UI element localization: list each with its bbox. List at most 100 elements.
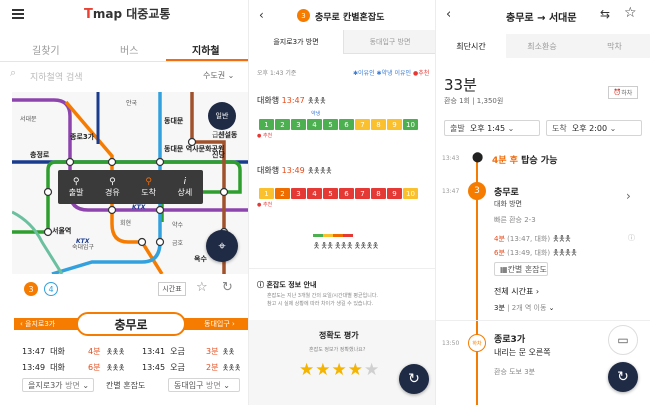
star-icon[interactable]: ☆ (624, 5, 637, 21)
map-station-seodaemun[interactable]: 서대문 (20, 116, 37, 123)
chevron-down-icon: ⌄ (82, 380, 90, 390)
train-car: 7 (355, 188, 370, 199)
map-station-oksu[interactable]: 옥수 (194, 255, 207, 263)
tab-bus[interactable]: 버스 (120, 46, 139, 57)
train-car: 9 (387, 188, 402, 199)
help-icon[interactable]: ⓘ (628, 234, 635, 242)
back-icon[interactable]: ‹ (446, 7, 452, 22)
map-station-geumho[interactable]: 금호 (172, 240, 184, 247)
star-icon[interactable]: ★ (364, 360, 381, 380)
all-timetable[interactable]: 전체 시간표 › (494, 286, 539, 297)
refresh-button[interactable]: ↻ (608, 362, 638, 392)
ctx-depart-button[interactable]: ⚲출발 (58, 170, 94, 204)
map-station-dongdaemun[interactable]: 동대문 (164, 117, 184, 125)
alight-station[interactable]: 종로3가 (494, 335, 526, 345)
line-3-badge[interactable]: 3 (24, 282, 38, 296)
map-station-dongdaemun-park[interactable]: 동대문 역사문화공원 (164, 145, 225, 153)
arrive-time-select[interactable]: 도착 오후 2:00 ⌄ (546, 120, 642, 136)
rating-stars[interactable]: ★★★★★ (299, 360, 380, 380)
alight-alarm-button[interactable]: ⏰하차 (608, 86, 638, 99)
chevron-down-icon: ⌄ (548, 304, 555, 312)
arrival-2-min: 6분 (494, 249, 505, 257)
chevron-right-icon[interactable]: › (626, 189, 631, 203)
train-car: 1 (259, 119, 274, 130)
train2-time: 13:49 (281, 166, 305, 175)
pin-icon: ⚲ (145, 176, 152, 187)
board-station[interactable]: 충무로 (494, 188, 519, 198)
car-crowd-button[interactable]: ▦ 칸별 혼잡도 (494, 262, 548, 276)
chevron-down-icon: ⌄ (223, 380, 230, 390)
arrival-time: 13:49 (22, 363, 46, 372)
refresh-button[interactable]: ↻ (399, 364, 429, 394)
map-station-sookmyung[interactable]: 숙대입구 (72, 244, 95, 251)
train-car: 2 (275, 119, 290, 130)
map-view-button[interactable]: ▭ (608, 325, 638, 355)
prev-station[interactable]: ‹ 을지로3가 (20, 319, 55, 329)
legend-item: 추천 (418, 70, 430, 77)
tab-direction-dongguk[interactable]: 동대입구 방면 (343, 30, 435, 54)
tab-shortest[interactable]: 최단시간 (436, 34, 506, 58)
timetable-button[interactable]: 시간표 (158, 282, 186, 296)
train-car: 3 (291, 119, 306, 130)
ctx-arrive-label: 도착 (141, 187, 156, 197)
search-input[interactable]: 지하철역 검색 (30, 73, 83, 83)
line-4-badge[interactable]: 4 (44, 282, 58, 296)
tab-direction-euljiro[interactable]: 을지로3가 방면 (249, 30, 343, 54)
map-station-chungjeongno[interactable]: 충정로 (30, 151, 50, 159)
arrival-time: 13:41 (142, 347, 166, 356)
ride-info[interactable]: 3분 | 2개 역 이동 ⌄ (494, 303, 555, 313)
star-icon[interactable]: ★ (315, 360, 332, 380)
star-icon[interactable]: ★ (347, 360, 364, 380)
map-station-seoul[interactable]: 서울역 (52, 227, 72, 235)
next-station[interactable]: 동대입구 › (204, 319, 235, 329)
map-station-sindang[interactable]: 신당 (212, 151, 225, 159)
arrival-row: 13:45 오금 (142, 362, 185, 373)
arrival-min: 4분 (88, 347, 101, 356)
prev-station-label: 을지로3가 (25, 320, 56, 328)
star-icon[interactable]: ★ (331, 360, 348, 380)
subway-map[interactable]: 종로3가 동대문 동대문 역사문화공원 충정로 서울역 신당 안국 서대문 약수… (12, 92, 248, 274)
train-car: 7 (355, 119, 370, 130)
star-icon[interactable]: ★ (299, 360, 316, 380)
depart-label: 출발 (450, 123, 465, 133)
train-car: 2 (275, 188, 290, 199)
map-station-sinseoldong[interactable]: 신설동 (218, 131, 238, 139)
tab-subway[interactable]: 지하철 (192, 46, 220, 57)
train1-label: 대화행 13:47 🯅🯅🯅 (257, 95, 326, 109)
direction-right-select[interactable]: 동대입구 방면 ⌄ (168, 378, 240, 392)
train-car: 10 (403, 119, 418, 130)
region-select[interactable]: 수도권 ⌄ (203, 70, 234, 81)
depart-time-select[interactable]: 출발 오후 1:45 ⌄ (444, 120, 540, 136)
arrive-time: 오후 2:00 (571, 123, 608, 133)
crowd-person-icon: 🯅🯅 (222, 347, 235, 356)
tab-route[interactable]: 길찾기 (32, 46, 60, 57)
direction-left-select[interactable]: 을지로3가 방면 ⌄ (22, 378, 94, 392)
star-icon[interactable]: ☆ (196, 280, 208, 295)
refresh-icon[interactable]: ↻ (222, 280, 233, 295)
ctx-arrive-button[interactable]: ⚲도착 (131, 170, 167, 204)
ride-sub: | 2개 역 이동 (507, 304, 547, 312)
ctx-via-button[interactable]: ⚲경유 (94, 170, 130, 204)
info-icon: i (183, 176, 187, 187)
divider (436, 320, 650, 321)
swap-icon[interactable]: ⇆ (600, 7, 611, 21)
tab-last-train[interactable]: 막차 (607, 41, 622, 51)
back-icon[interactable]: ‹ (259, 8, 264, 22)
menu-icon[interactable] (12, 8, 24, 20)
express-mode-button[interactable]: 급행 (212, 131, 225, 139)
crowd-scale-bar (313, 234, 353, 237)
brand-sub: 대중교통 (126, 7, 171, 21)
map-station-jongno3[interactable]: 종로3가 (70, 133, 95, 141)
tab-min-transfer[interactable]: 최소환승 (527, 41, 557, 51)
car-crowd-label[interactable]: 칸별 혼잡도 (106, 381, 146, 390)
train2-label: 대화행 13:49 🯅🯅🯅🯅 (257, 165, 332, 179)
map-station-yaksu[interactable]: 약수 (172, 222, 184, 229)
map-station-hyehwa[interactable]: 안국 (126, 100, 138, 107)
crowd-person-icon: 🯅🯅🯅 (106, 363, 125, 372)
my-location-button[interactable]: ⌖ (206, 230, 238, 262)
map-station-hoehyeon[interactable]: 회현 (120, 220, 132, 227)
normal-mode-button[interactable]: 일반 (208, 102, 236, 130)
train-car: 4 (307, 119, 322, 130)
